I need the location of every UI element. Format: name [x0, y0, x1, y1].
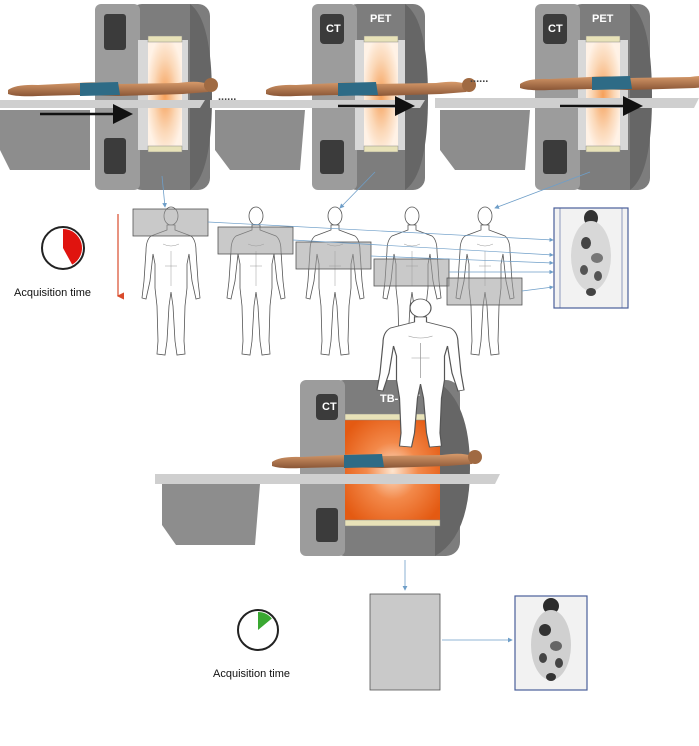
- tb-fov-box: [369, 593, 441, 691]
- pet-label-3: PET: [592, 13, 614, 25]
- pet-image-total-body: [514, 595, 588, 691]
- bed-position-box-5: [446, 277, 523, 306]
- body-row: [132, 206, 554, 356]
- acquisition-clock-conventional: Acquisition time: [14, 226, 91, 299]
- ct-label-tb: CT: [322, 401, 337, 413]
- scanner-3: CT PET: [535, 4, 652, 190]
- table-1: [0, 100, 205, 170]
- bed-position-box-3: [295, 241, 372, 270]
- conventional-scanners: ...... CT PET ......: [0, 4, 699, 190]
- tb-body: [369, 298, 465, 691]
- ct-label-3: CT: [548, 23, 563, 35]
- scanner-2: CT PET: [312, 4, 428, 190]
- separator-2: ......: [470, 73, 488, 85]
- table-tb: [155, 474, 500, 545]
- total-body-scanner: CT TB-PET: [300, 380, 470, 556]
- acquisition-time-label-conventional: Acquisition time: [14, 287, 91, 299]
- acquisition-time-label-total-body: Acquisition time: [213, 668, 290, 680]
- pet-label-2: PET: [370, 13, 392, 25]
- pet-image-conventional: [553, 207, 629, 309]
- bed-position-box-4: [373, 258, 450, 287]
- scanner-connectors: [161, 171, 591, 209]
- bed-position-box-2: [217, 226, 294, 255]
- scanner-1: [95, 4, 212, 190]
- bed-position-box-1: [132, 208, 209, 237]
- ct-label-2: CT: [326, 23, 341, 35]
- acquisition-clock-total-body: Acquisition time: [213, 609, 290, 680]
- body-3: [305, 206, 365, 356]
